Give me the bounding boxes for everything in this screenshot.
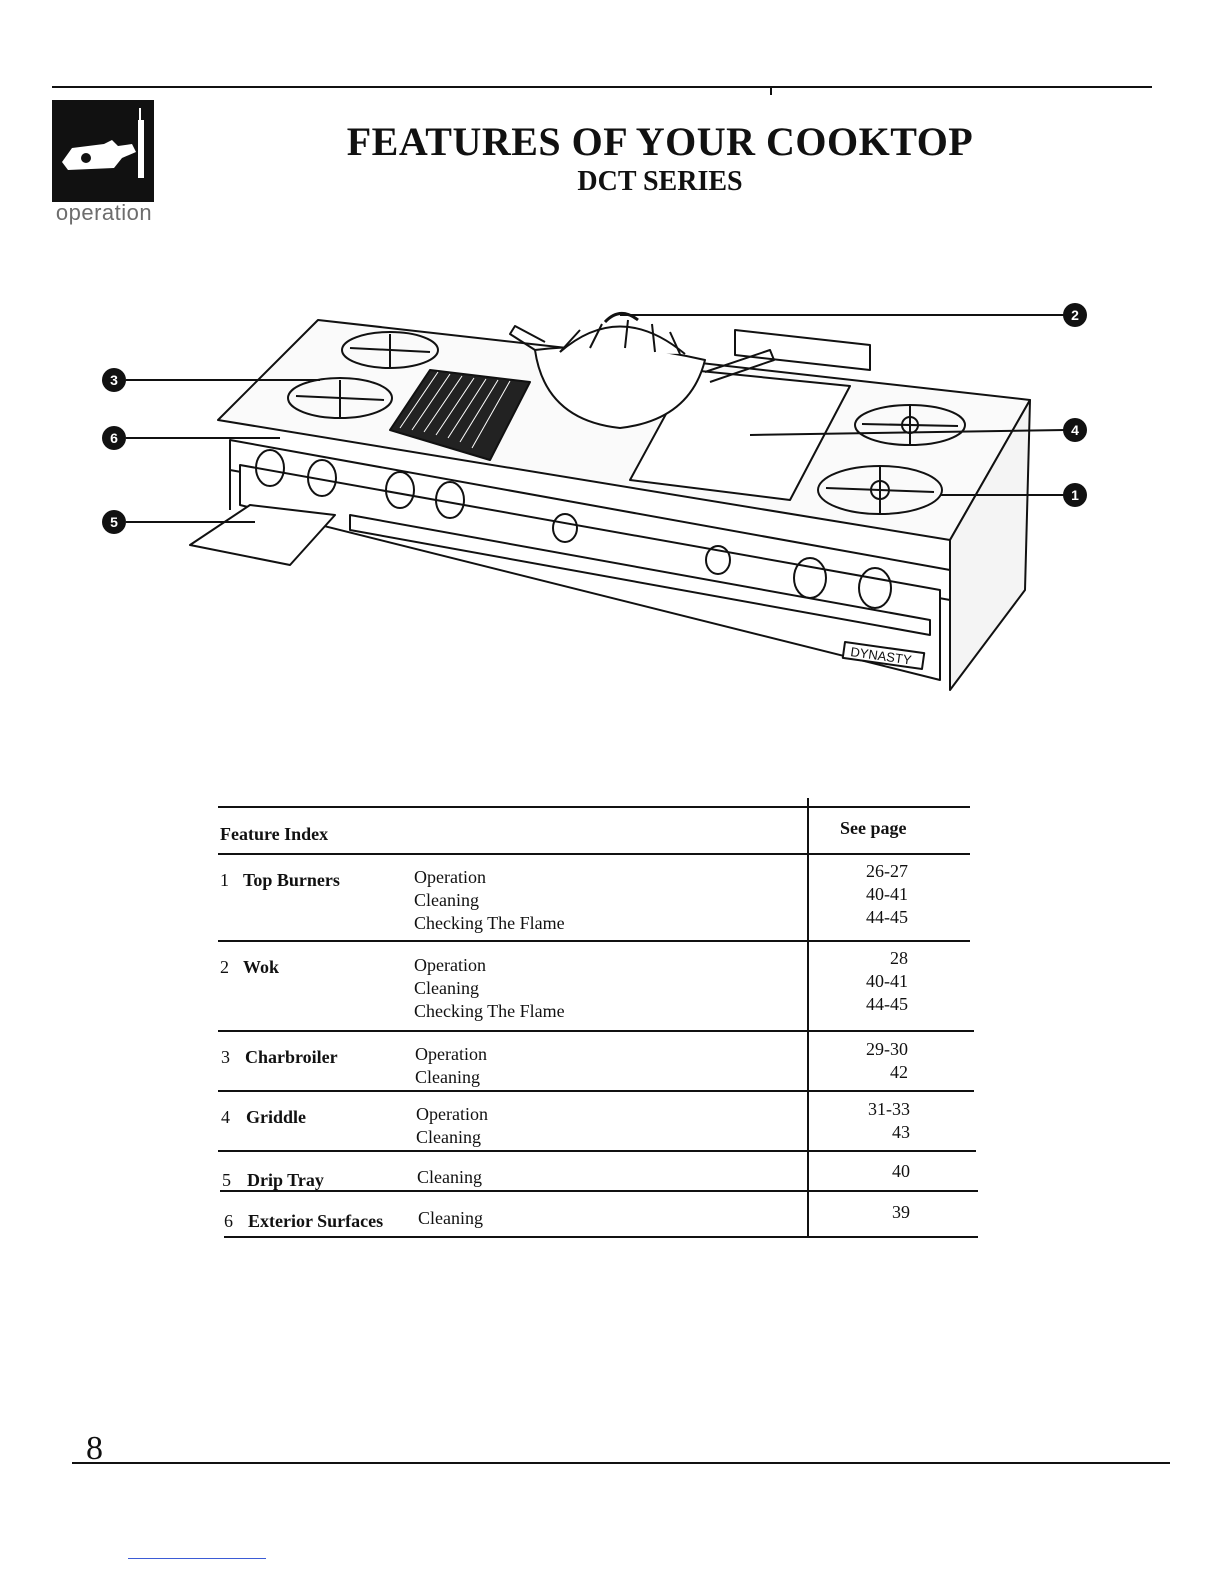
page-list: 29-30 42: [848, 1038, 908, 1084]
callout-5-marker: [102, 510, 126, 534]
callout-1-label: 1: [1071, 487, 1079, 503]
table-top-rule: [218, 806, 970, 808]
callout-4-marker: [1063, 418, 1087, 442]
page-list: 28 40-41 44-45: [848, 947, 908, 1016]
feature-index-header: Feature Index: [220, 824, 329, 844]
page-list: 39: [850, 1201, 910, 1224]
callout-2-label: 2: [1071, 307, 1079, 323]
task-item: Operation: [414, 955, 486, 975]
page-list: 31-33 43: [850, 1098, 910, 1144]
top-burner-right-back: [854, 404, 966, 446]
row-number: 6: [224, 1211, 233, 1231]
callout-5-label: 5: [110, 514, 118, 530]
page-subtitle: DCT SERIES: [577, 166, 743, 197]
top-burner-left-back: [341, 331, 439, 369]
page-list: 26-27 40-41 44-45: [848, 860, 908, 929]
operation-badge: [52, 100, 154, 202]
feature-name: Top Burners: [243, 870, 340, 890]
page-ref: 40: [892, 1161, 910, 1181]
pointing-hand-icon: [62, 108, 144, 178]
task-item: Cleaning: [415, 1067, 480, 1087]
callout-6-label: 6: [110, 430, 118, 446]
page-ref: 26-27: [866, 861, 908, 881]
task-item: Checking The Flame: [414, 1001, 565, 1021]
top-burner-left-front: [287, 377, 393, 419]
task-item: Checking The Flame: [414, 913, 565, 933]
callout-3-marker: [102, 368, 126, 392]
task-item: Operation: [414, 867, 486, 887]
row-divider: [218, 1030, 974, 1032]
row-divider: [218, 853, 970, 855]
page-number: 8: [86, 1430, 103, 1467]
bottom-rule: [72, 1462, 1170, 1464]
page-ref: 42: [890, 1062, 908, 1082]
task-list: Operation Cleaning Checking The Flame: [414, 866, 565, 935]
row-divider: [218, 1150, 976, 1152]
row-divider: [220, 1190, 978, 1192]
row-number: 3: [221, 1047, 230, 1067]
task-item: Operation: [416, 1104, 488, 1124]
page-list: 40: [850, 1160, 910, 1183]
page-ref: 39: [892, 1202, 910, 1222]
task-list: Operation Cleaning Checking The Flame: [414, 954, 565, 1023]
wok: [509, 312, 775, 429]
page-ref: 44-45: [866, 907, 908, 927]
top-rule: [52, 86, 1152, 88]
page-ref: 29-30: [866, 1039, 908, 1059]
task-item: Cleaning: [416, 1127, 481, 1147]
see-page-header: See page: [840, 818, 907, 838]
callout-3-label: 3: [110, 372, 118, 388]
page-ref: 40-41: [866, 884, 908, 904]
row-divider: [218, 1090, 974, 1092]
page-ref: 28: [890, 948, 908, 968]
feature-name: Wok: [243, 957, 280, 977]
row-number: 5: [222, 1170, 231, 1190]
top-burner-right-front: [817, 465, 943, 515]
table-column-divider: [807, 798, 809, 1236]
feature-name: Charbroiler: [245, 1047, 338, 1067]
task-list: Operation Cleaning: [416, 1103, 488, 1149]
page-title: FEATURES OF YOUR COOKTOP: [346, 119, 974, 164]
feature-name: Drip Tray: [247, 1170, 324, 1190]
feature-name: Exterior Surfaces: [248, 1211, 384, 1231]
section-label: operation: [55, 200, 153, 225]
task-item: Cleaning: [414, 890, 479, 910]
cooktop-right-side: [949, 399, 1031, 691]
row-divider: [218, 940, 970, 942]
link-underline: [128, 1558, 266, 1559]
feature-name: Griddle: [246, 1107, 307, 1127]
top-rule-tick: [770, 86, 772, 95]
charbroiler-grate: [389, 369, 531, 461]
row-number: 4: [221, 1107, 230, 1127]
callout-6-marker: [102, 426, 126, 450]
row-number: 1: [220, 870, 229, 890]
page-ref: 44-45: [866, 994, 908, 1014]
task-item: Cleaning: [414, 978, 479, 998]
page-ref: 31-33: [868, 1099, 910, 1119]
task-item: Cleaning: [418, 1208, 483, 1228]
callout-1-marker: [1063, 483, 1087, 507]
callout-4-label: 4: [1071, 422, 1079, 438]
drip-tray: [189, 504, 336, 566]
page-ref: 43: [892, 1122, 910, 1142]
page-ref: 40-41: [866, 971, 908, 991]
cooktop-diagram: DYNASTY 3 6 5 2 4 1: [102, 303, 1087, 691]
table-bottom-rule: [224, 1236, 978, 1238]
callout-2-marker: [1063, 303, 1087, 327]
task-item: Operation: [415, 1044, 487, 1064]
task-list: Cleaning: [417, 1166, 482, 1189]
row-number: 2: [220, 957, 229, 977]
task-list: Operation Cleaning: [415, 1043, 487, 1089]
task-item: Cleaning: [417, 1167, 482, 1187]
task-list: Cleaning: [418, 1207, 483, 1230]
